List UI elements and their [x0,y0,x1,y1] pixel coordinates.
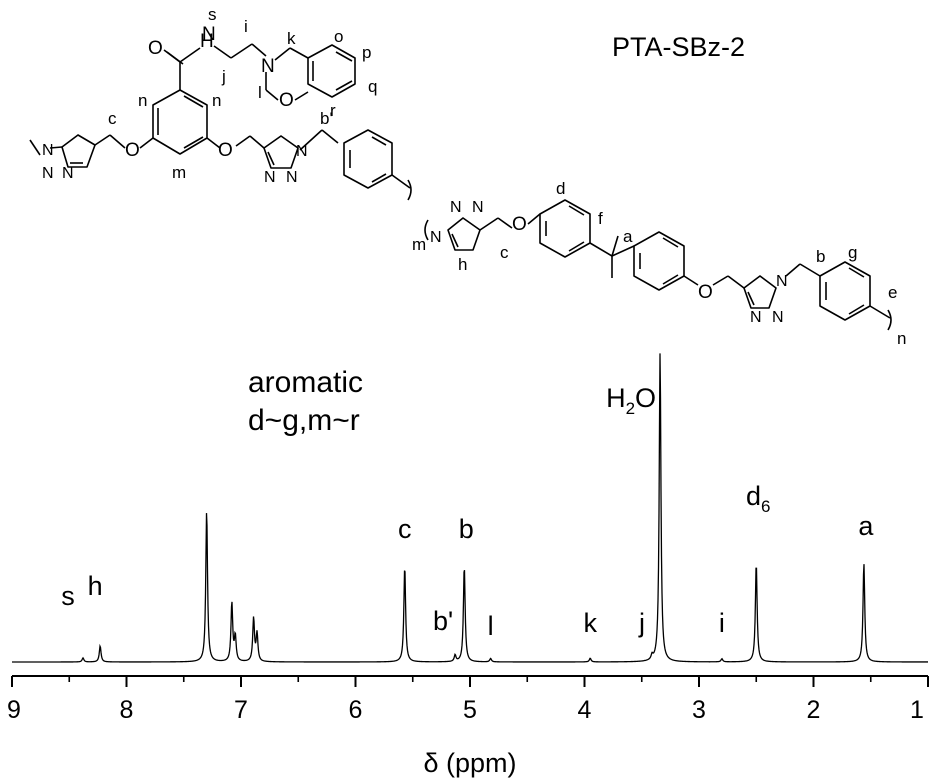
atom-O-left: O [125,140,140,161]
x-axis-label: δ (ppm) [423,748,516,778]
x-tick-label-6: 6 [349,696,363,724]
aromatic-assignment: d~g,m~r [248,404,360,437]
atom-O-bridge: O [512,214,527,235]
peak-label-s: s [61,581,75,611]
label-s: s [208,5,217,24]
peak-label-dmso: d6 [746,481,771,516]
atom-N-trz4-c: N [772,309,784,326]
label-o: o [334,27,343,46]
atom-N-trz3-b: N [450,199,462,216]
label-a-structure: a [623,227,633,246]
x-tick-label-7: 7 [234,696,248,724]
label-i: i [244,17,248,36]
label-h-structure: h [458,255,467,274]
peak-label-k: k [583,608,597,638]
label-n-right: n [212,91,221,110]
label-l: l [258,83,262,102]
label-g: g [848,243,857,262]
structure-bonds [29,43,892,331]
atom-O-oxazine: O [279,90,294,111]
atom-N-trz3-a: N [430,229,442,246]
label-c-left: c [108,109,117,128]
atom-N-amide: N [202,24,216,45]
label-b-structure: b [816,247,825,266]
peak-label-c: c [398,514,412,544]
peak-label-i: i [719,608,725,638]
x-tick-label-3: 3 [692,696,706,724]
label-m: m [172,163,186,182]
atom-N-trz3-c: N [472,199,484,216]
atom-NH: H [200,31,214,52]
label-d: d [556,179,565,198]
peak-label-j: j [638,608,645,638]
atom-O-amide: O [148,38,163,59]
x-tick-label-2: 2 [807,696,821,724]
structure-labels: O H N s i j k N l O o p q r n n m c O O … [42,5,906,348]
x-tick-label-1: 1 [910,696,924,724]
peak-label-a: a [858,511,874,541]
label-r: r [330,101,336,120]
label-p: p [362,43,371,62]
label-n-left: n [138,91,147,110]
label-repeat-m: m [412,235,426,254]
atom-N-trz1-b: N [42,165,54,182]
atom-N-trz1-c: N [62,165,74,182]
atom-N-oxazine: N [261,56,275,77]
label-e: e [888,283,897,302]
peak-label-b-prime: b' [433,606,453,636]
x-tick-label-8: 8 [120,696,134,724]
peak-label-l: l [488,611,494,641]
atom-N-trz2-b: N [264,169,276,186]
x-axis-ticks: 9 8 7 6 5 4 3 2 1 [7,676,929,724]
aromatic-annotation: aromatic [248,366,364,399]
peak-label-h: h [88,571,103,601]
label-q: q [368,77,377,96]
x-tick-label-4: 4 [578,696,592,724]
label-b-prime: b' [320,109,333,128]
label-c-bridge: c [500,243,509,262]
atom-N-trz2-c: N [286,169,298,186]
label-j: j [221,67,226,86]
label-repeat-n: n [897,329,906,348]
x-tick-label-5: 5 [463,696,477,724]
peak-label-h2o: H2O [606,383,656,418]
spectrum-trace [12,353,928,663]
atom-N-trz2-a: N [296,143,308,160]
label-f: f [598,209,603,228]
x-tick-label-9: 9 [7,696,21,724]
peak-label-b: b [459,514,474,544]
atom-N-trz4-a: N [776,273,788,290]
label-k: k [287,29,296,48]
sample-label: PTA-SBz-2 [612,32,746,62]
atom-O-bisphenol: O [698,282,713,303]
atom-O-right: O [218,140,233,161]
atom-N-trz4-b: N [750,309,762,326]
atom-N-trz1-a: N [42,142,54,159]
